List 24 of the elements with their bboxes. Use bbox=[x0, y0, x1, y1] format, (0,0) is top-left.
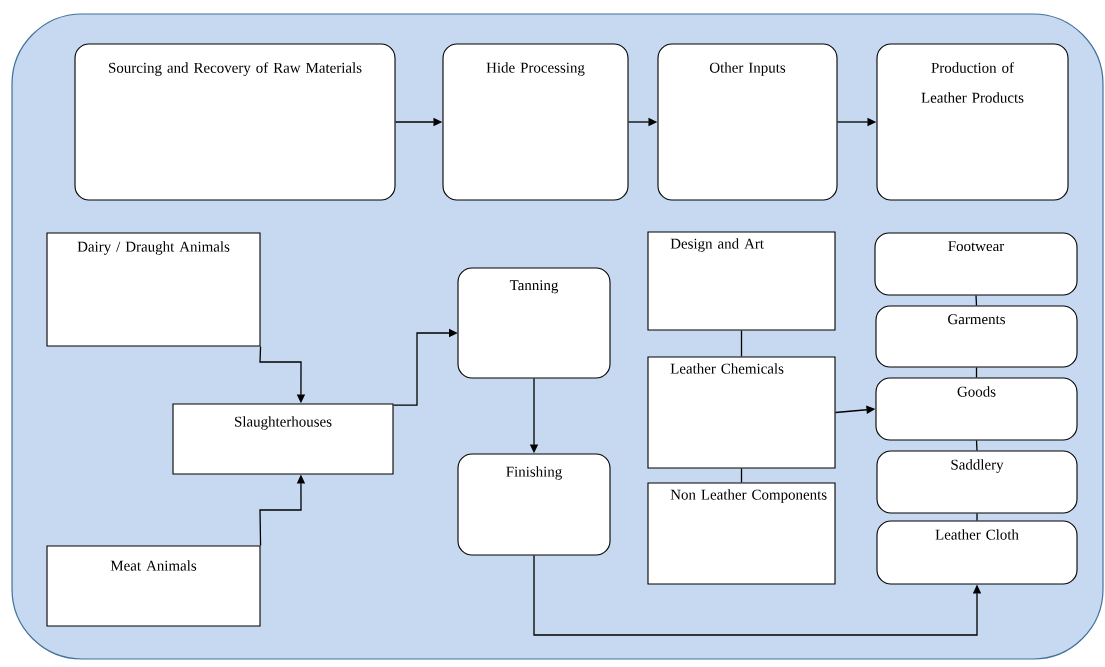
process-box: Production of Leather Products bbox=[876, 43, 1069, 201]
process-box: Goods bbox=[875, 377, 1078, 441]
connector-line bbox=[975, 439, 978, 452]
process-box: Tanning bbox=[457, 267, 611, 379]
arrow bbox=[392, 328, 458, 406]
process-box: Finishing bbox=[457, 453, 611, 556]
input-box: Leather Chemicals bbox=[647, 356, 836, 469]
process-box: Saddlery bbox=[876, 450, 1078, 514]
input-box: Slaughterhouses bbox=[172, 403, 394, 475]
process-box: Other Inputs bbox=[657, 43, 838, 201]
connector-line bbox=[740, 329, 743, 358]
process-box: Garments bbox=[875, 305, 1078, 368]
process-box: Leather Cloth bbox=[876, 520, 1078, 585]
connector-line bbox=[976, 512, 978, 522]
process-box: Hide Processing bbox=[442, 43, 629, 201]
input-box: Non Leather Components bbox=[647, 482, 836, 585]
input-box: Design and Art bbox=[647, 231, 836, 331]
process-box: Sourcing and Recovery of Raw Materials bbox=[74, 43, 396, 201]
connector-line bbox=[740, 467, 743, 484]
process-box: Footwear bbox=[874, 232, 1078, 296]
input-box: Meat Animals bbox=[46, 545, 261, 627]
input-box: Dairy / Draught Animals bbox=[46, 232, 261, 347]
connector-line bbox=[975, 366, 978, 379]
connector-line bbox=[975, 294, 978, 307]
